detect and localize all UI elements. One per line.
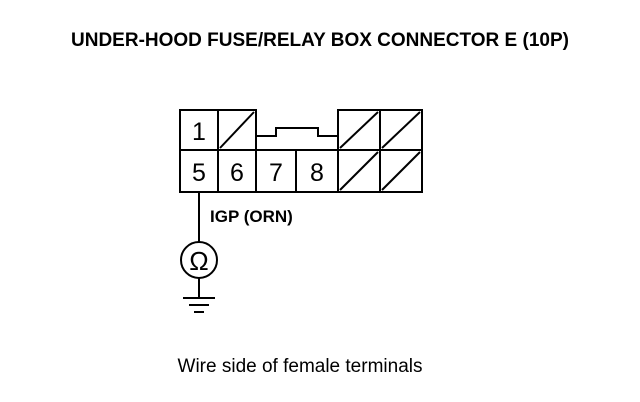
- ohm-symbol: Ω: [189, 246, 208, 276]
- unused-mark: [381, 111, 421, 149]
- diagram-caption: Wire side of female terminals: [177, 356, 423, 377]
- wire-label: IGP (ORN): [210, 207, 293, 226]
- terminal-number: 6: [230, 159, 244, 187]
- terminal-number: 8: [310, 159, 324, 187]
- ground-icon: [183, 297, 215, 313]
- locking-tab: [255, 127, 339, 150]
- connector-housing: [179, 109, 423, 193]
- unused-mark: [219, 111, 255, 149]
- unused-mark: [339, 151, 379, 191]
- terminal-number: 1: [192, 118, 206, 146]
- unused-mark: [381, 151, 421, 191]
- terminal-number: 7: [269, 159, 283, 187]
- terminal-number: 5: [192, 159, 206, 187]
- unused-mark: [339, 111, 379, 149]
- diagram-title: UNDER-HOOD FUSE/RELAY BOX CONNECTOR E (1…: [71, 30, 569, 51]
- cavity-10-unused: [379, 149, 423, 193]
